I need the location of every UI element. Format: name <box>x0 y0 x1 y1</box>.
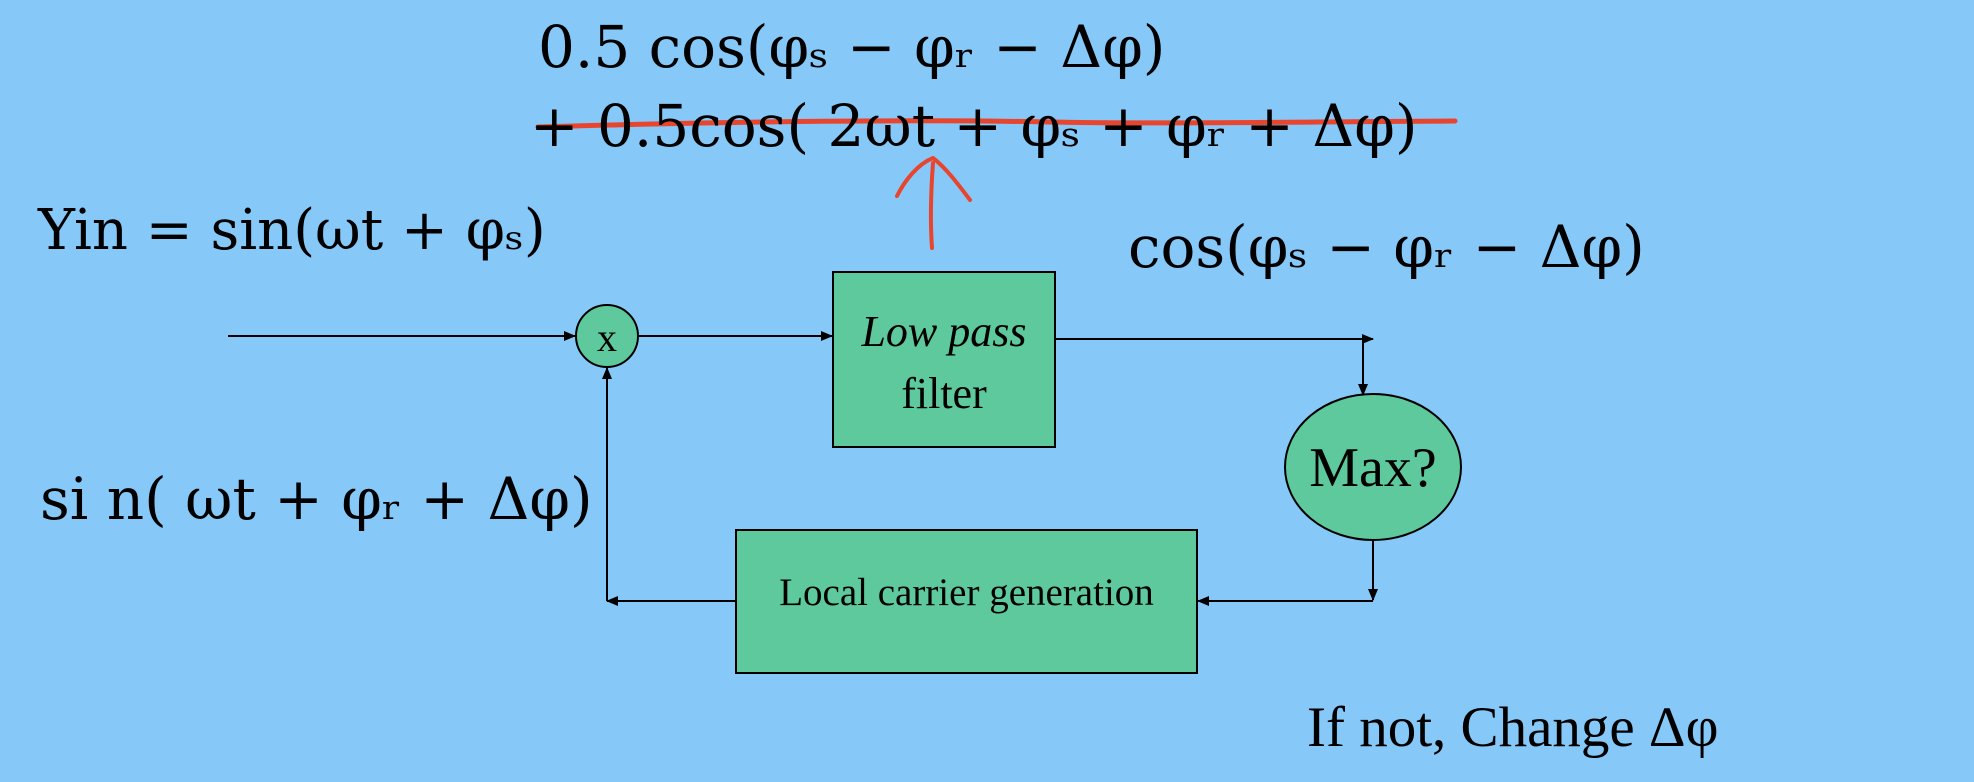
local-carrier-label: si n( ωt + φᵣ + Δφ) <box>40 465 593 533</box>
product-term-2: + 0.5cos( 2ωt + φₛ + φᵣ + Δφ) <box>530 92 1418 160</box>
low-pass-label-italic: Low pass <box>861 307 1027 356</box>
red-arrow-head <box>895 156 972 202</box>
filtered-output-label: cos(φₛ − φᵣ − Δφ) <box>1128 213 1645 281</box>
low-pass-filter-block <box>832 271 1056 448</box>
product-term-1: 0.5 cos(φₛ − φᵣ − Δφ) <box>538 13 1166 81</box>
local-carrier-generation-label: Local carrier generation <box>779 571 1154 614</box>
local-carrier-block <box>735 529 1198 674</box>
multiplier-label: x <box>597 315 617 360</box>
max-check-label: Max? <box>1309 437 1437 499</box>
input-signal-label: Yin = sin(ωt + φₛ) <box>38 198 546 263</box>
if-not-note: If not, Change Δφ <box>1307 696 1719 759</box>
low-pass-label-plain: filter <box>901 369 987 418</box>
red-arrow-shaft <box>928 161 935 250</box>
strike-through-annotation <box>535 118 1458 130</box>
